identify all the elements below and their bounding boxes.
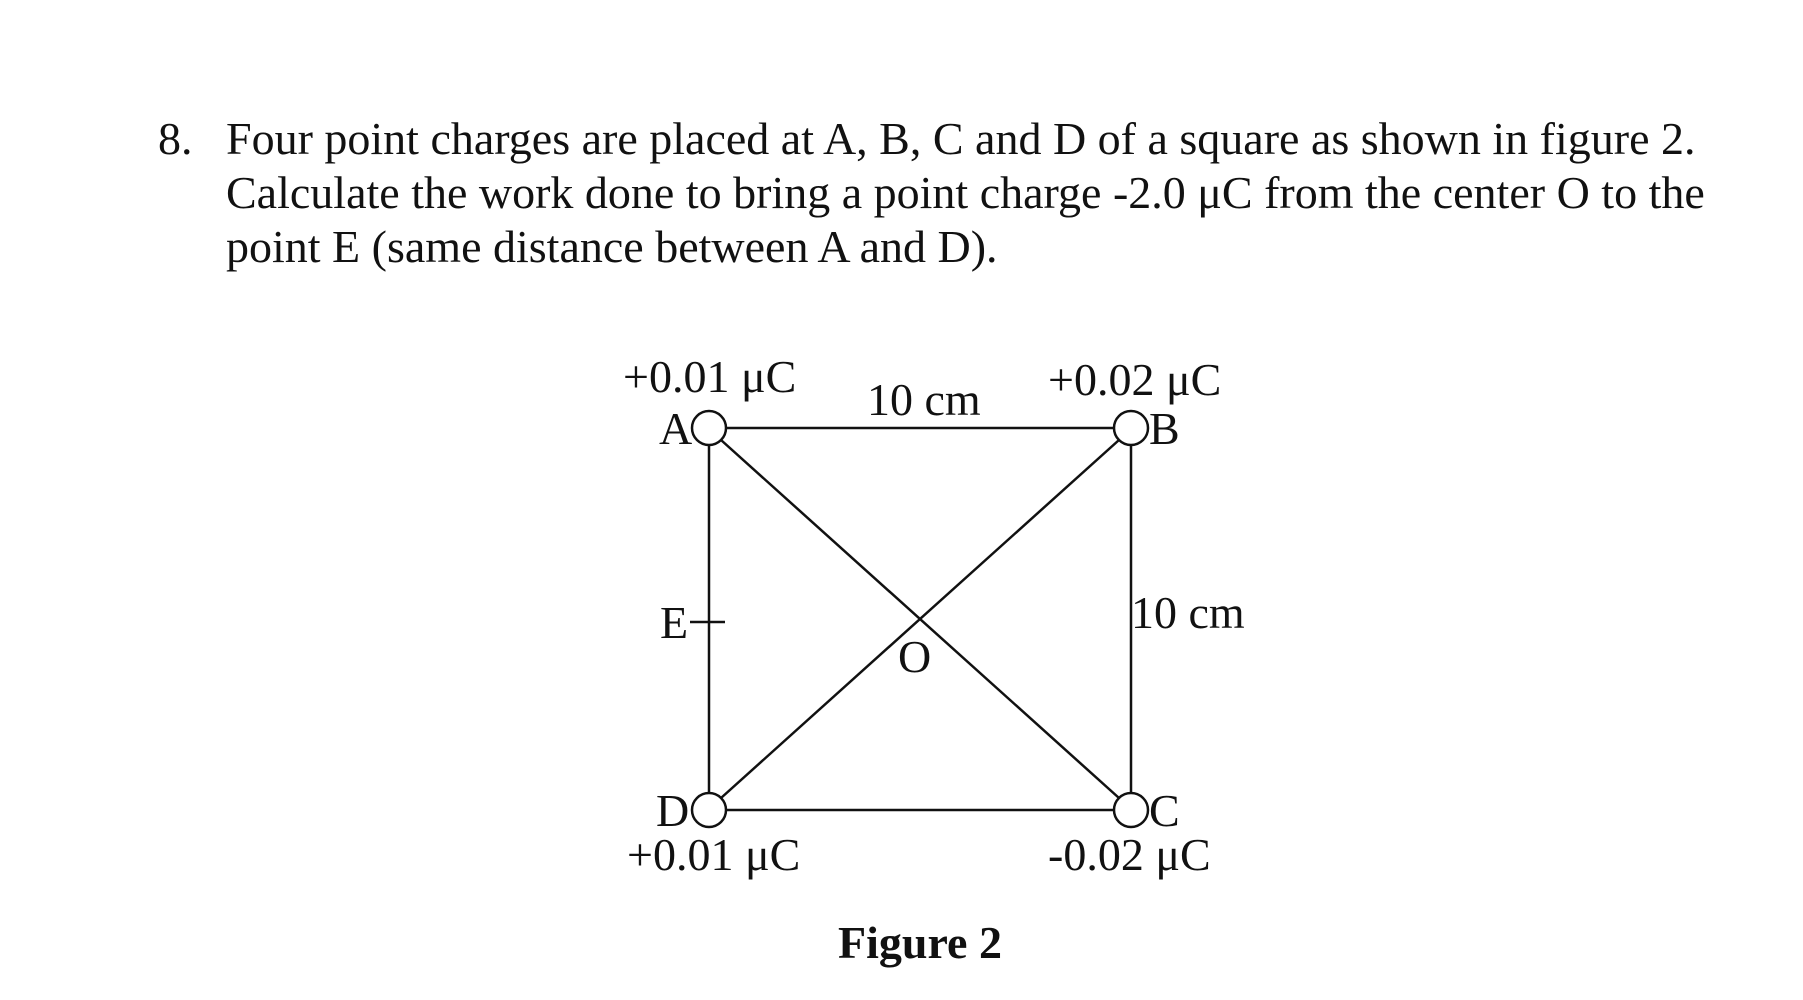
point-e-label: E: [660, 597, 688, 648]
charge-b-value: +0.02 μC: [1048, 354, 1221, 405]
point-a-label: A: [659, 403, 692, 454]
charge-a-circle: [690, 409, 728, 447]
point-d-label: D: [656, 785, 689, 836]
charge-a-value: +0.01 μC: [623, 351, 796, 402]
charge-b-circle: [1112, 409, 1150, 447]
question-text: Four point charges are placed at A, B, C…: [226, 112, 1766, 274]
diagonal-bd: [720, 439, 1120, 799]
charge-d-circle: [690, 791, 728, 829]
figure-caption: Figure 2: [838, 917, 1002, 968]
dimension-top-label: 10 cm: [867, 374, 981, 425]
question-number: 8.: [158, 113, 193, 164]
point-b-label: B: [1149, 403, 1180, 454]
question-line-1: Four point charges are placed at A, B, C…: [226, 113, 1696, 164]
question-line-3: point E (same distance between A and D).: [226, 221, 998, 272]
charge-c-circle: [1112, 791, 1150, 829]
question-line-2: Calculate the work done to bring a point…: [226, 167, 1705, 218]
point-o-label: O: [898, 631, 931, 682]
dimension-right-label: 10 cm: [1131, 587, 1245, 638]
charge-c-value: -0.02 μC: [1048, 829, 1211, 880]
charge-d-value: +0.01 μC: [627, 829, 800, 880]
point-c-label: C: [1149, 785, 1180, 836]
